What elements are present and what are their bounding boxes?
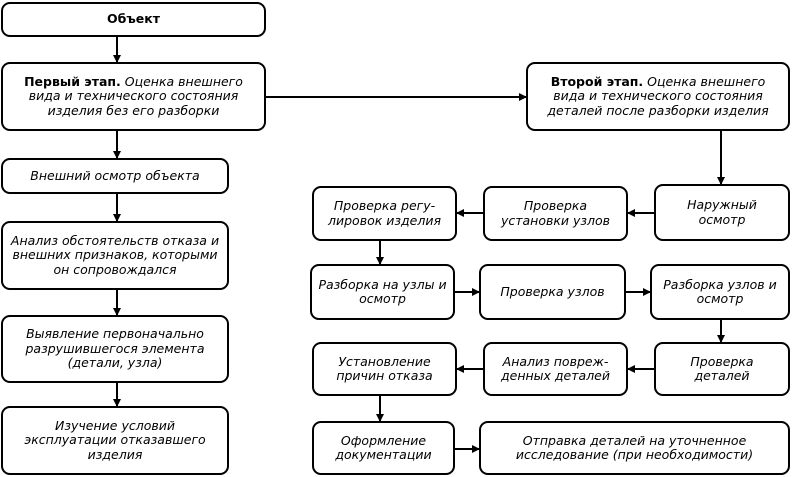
check-units-box: Проверка узлов: [479, 264, 626, 320]
check-adjustments-box: Проверка регу- лировок изделия: [312, 186, 457, 241]
cause-finding-box: Установление причин отказа: [312, 342, 457, 396]
check-parts-label: Проверка деталей: [690, 353, 754, 383]
stage2-text: Второй этап. Оценка внешнего вида и техн…: [547, 73, 769, 118]
check-adjustments-label: Проверка регу- лировок изделия: [328, 198, 441, 228]
stage1-box: Первый этап. Оценка внешнего вида и техн…: [1, 62, 266, 131]
stage1-lead: Первый этап.: [24, 73, 121, 89]
disassembly-units-box: Разборка на узлы и осмотр: [310, 264, 455, 320]
external-view-inspection-label: Внешний осмотр объекта: [30, 167, 200, 183]
check-parts-box: Проверка деталей: [654, 342, 790, 396]
disassembly-units-label: Разборка на узлы и осмотр: [318, 276, 447, 306]
stage1-text: Первый этап. Оценка внешнего вида и техн…: [24, 73, 243, 118]
external-inspection-label: Наружный осмотр: [687, 197, 757, 227]
send-parts-box: Отправка деталей на уточненное исследова…: [479, 421, 790, 475]
object-label: Объект: [107, 11, 160, 27]
failure-analysis-box: Анализ обстоятельств отказа и внешних пр…: [1, 221, 229, 290]
identify-failed-element-label: Выявление первоначально разрушившегося э…: [25, 326, 205, 371]
operating-conditions-label: Изучение условий эксплуатации отказавшег…: [24, 417, 206, 462]
send-parts-label: Отправка деталей на уточненное исследова…: [515, 432, 754, 462]
check-units-label: Проверка узлов: [500, 283, 605, 299]
operating-conditions-box: Изучение условий эксплуатации отказавшег…: [1, 406, 229, 475]
disassembly-inspection-box: Разборка узлов и осмотр: [650, 264, 790, 320]
identify-failed-element-box: Выявление первоначально разрушившегося э…: [1, 315, 229, 383]
external-view-inspection-box: Внешний осмотр объекта: [1, 158, 229, 194]
documentation-label: Оформление документации: [335, 432, 432, 462]
external-inspection-box: Наружный осмотр: [654, 184, 790, 241]
object-box: Объект: [1, 2, 266, 37]
check-installation-label: Проверка установки узлов: [500, 198, 611, 228]
stage2-box: Второй этап. Оценка внешнего вида и техн…: [526, 62, 790, 131]
disassembly-inspection-label: Разборка узлов и осмотр: [663, 276, 777, 306]
cause-finding-label: Установление причин отказа: [336, 353, 433, 383]
check-installation-box: Проверка установки узлов: [483, 186, 628, 241]
damage-analysis-box: Анализ повреж- денных деталей: [483, 342, 628, 396]
failure-analysis-label: Анализ обстоятельств отказа и внешних пр…: [10, 232, 220, 277]
documentation-box: Оформление документации: [312, 421, 455, 475]
stage2-lead: Второй этап.: [550, 73, 644, 89]
damage-analysis-label: Анализ повреж- денных деталей: [501, 353, 610, 383]
